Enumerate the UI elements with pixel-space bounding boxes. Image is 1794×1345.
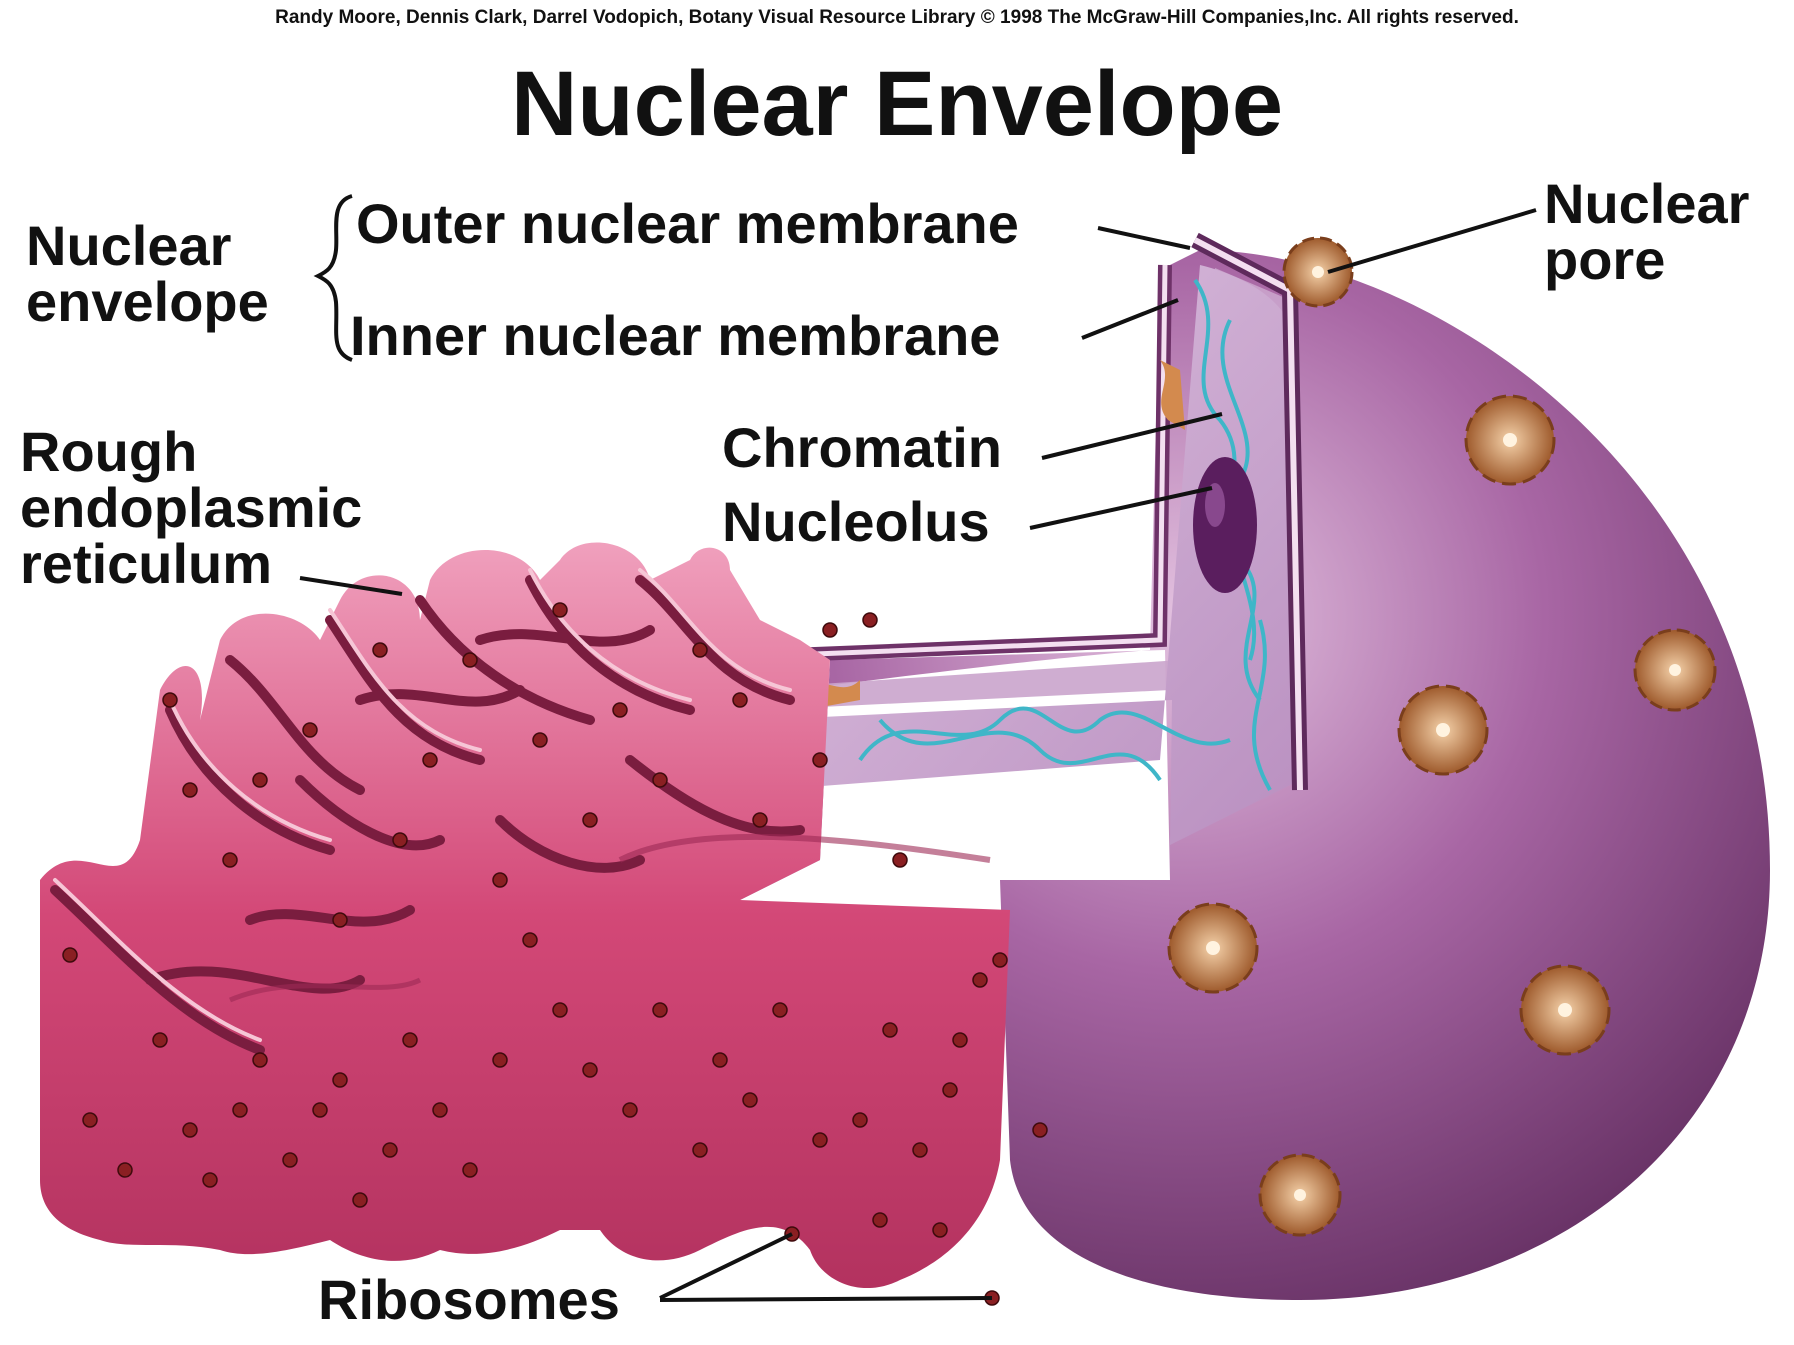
label-nucleolus: Nucleolus [722, 490, 990, 553]
leader-lines [299, 194, 1537, 1302]
pore [1282, 236, 1354, 308]
label-ribosomes: Ribosomes [318, 1268, 620, 1331]
copyright-credit: Randy Moore, Dennis Clark, Darrel Vodopi… [275, 7, 1519, 28]
pore [1519, 964, 1611, 1056]
pore [1397, 684, 1489, 776]
label-nuclear-pore: Nuclear pore [1544, 172, 1750, 291]
cut-pore [1160, 360, 1185, 430]
ribosomes [62, 602, 1048, 1306]
nucleoplasm [760, 265, 1300, 845]
pore [1167, 902, 1259, 994]
label-chromatin: Chromatin [722, 416, 1002, 479]
label-nuclear-envelope: Nuclear envelope [26, 214, 269, 333]
nucleolus [1193, 457, 1257, 593]
pore [1464, 394, 1556, 486]
diagram-title: Nuclear Envelope [510, 53, 1284, 155]
rough-er [40, 542, 1010, 1289]
label-rough-er: Rough endoplasmic reticulum [20, 420, 363, 595]
pore [1258, 1153, 1342, 1237]
label-inner-nuclear-membrane: Inner nuclear membrane [350, 304, 1001, 367]
pore [1633, 628, 1717, 712]
label-outer-nuclear-membrane: Outer nuclear membrane [356, 192, 1019, 255]
